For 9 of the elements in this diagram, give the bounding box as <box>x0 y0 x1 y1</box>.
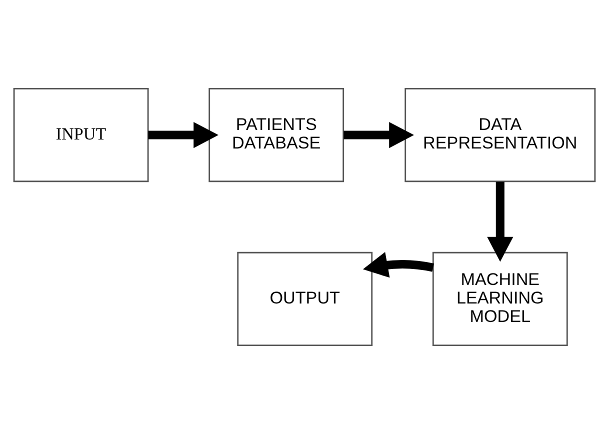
arrow <box>362 252 434 278</box>
arrow <box>148 122 218 148</box>
node-box: MACHINE LEARNING MODEL <box>432 252 568 346</box>
node-box: INPUT <box>13 88 149 182</box>
node-box: DATA REPRESENTATION <box>404 88 596 182</box>
node-box: PATIENTS DATABASE <box>208 88 344 182</box>
arrow <box>344 122 414 148</box>
node-box: OUTPUT <box>237 252 373 346</box>
arrow <box>487 182 514 262</box>
